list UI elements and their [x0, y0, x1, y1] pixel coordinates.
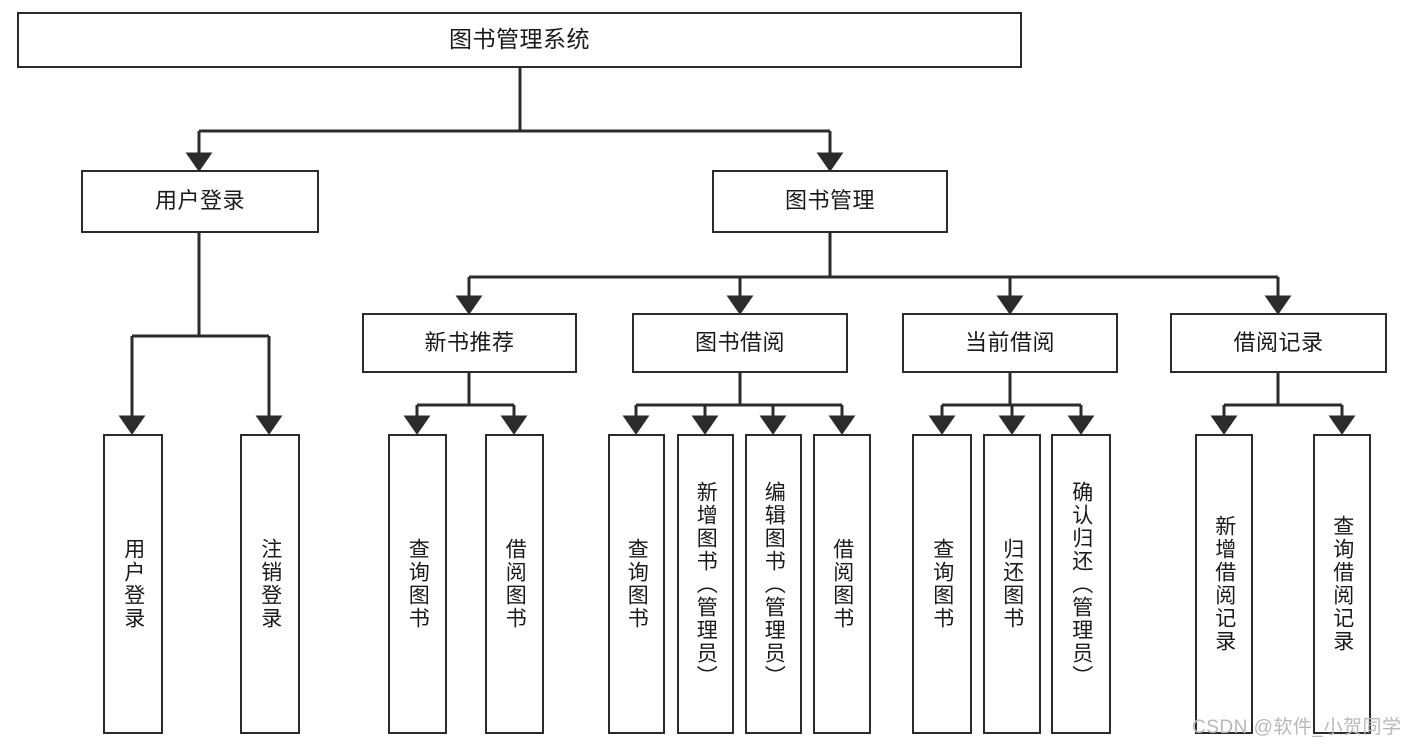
node-label: 当前借阅: [964, 329, 1055, 355]
node-label: 查询借阅记录: [1330, 515, 1354, 653]
leaf-current-confirm-return-admin[interactable]: 确认归还（管理员）: [1051, 434, 1111, 734]
node-label: 借阅图书: [503, 538, 527, 630]
node-label: 借阅记录: [1233, 329, 1324, 355]
node-label: 图书借阅: [694, 329, 785, 355]
leaf-current-return-book[interactable]: 归还图书: [983, 434, 1041, 734]
node-book-borrow[interactable]: 图书借阅: [632, 313, 848, 373]
node-label: 借阅图书: [830, 538, 854, 630]
leaf-borrow-query-book[interactable]: 查询图书: [608, 434, 665, 734]
leaf-borrow-edit-book-admin[interactable]: 编辑图书（管理员）: [745, 434, 802, 734]
csdn-watermark: CSDN @软件_小贺同学: [1192, 717, 1402, 738]
node-label: 查询图书: [625, 538, 649, 630]
leaf-records-add-record[interactable]: 新增借阅记录: [1195, 434, 1253, 734]
node-root-system[interactable]: 图书管理系统: [17, 12, 1022, 68]
leaf-newbook-query-book[interactable]: 查询图书: [388, 434, 447, 734]
leaf-current-query-book[interactable]: 查询图书: [912, 434, 972, 734]
node-new-book-recommend[interactable]: 新书推荐: [362, 313, 577, 373]
node-label: 用户登录: [154, 188, 245, 214]
node-label: 确认归还（管理员）: [1069, 480, 1093, 688]
node-user-login[interactable]: 用户登录: [81, 170, 319, 233]
node-label: 新增借阅记录: [1212, 515, 1236, 653]
leaf-newbook-borrow-book[interactable]: 借阅图书: [485, 434, 544, 734]
leaf-records-query-record[interactable]: 查询借阅记录: [1313, 434, 1371, 734]
node-label: 查询图书: [930, 538, 954, 630]
node-label: 图书管理系统: [449, 26, 590, 53]
node-label: 注销登录: [258, 538, 282, 630]
node-label: 用户登录: [121, 538, 145, 630]
node-borrow-records[interactable]: 借阅记录: [1170, 313, 1387, 373]
node-label: 编辑图书（管理员）: [762, 480, 786, 688]
node-label: 查询图书: [406, 538, 430, 630]
node-book-management[interactable]: 图书管理: [712, 170, 948, 233]
leaf-borrow-borrow-book[interactable]: 借阅图书: [813, 434, 871, 734]
node-current-borrow[interactable]: 当前借阅: [902, 313, 1118, 373]
leaf-user-login[interactable]: 用户登录: [103, 434, 163, 734]
leaf-user-logout[interactable]: 注销登录: [240, 434, 300, 734]
leaf-borrow-add-book-admin[interactable]: 新增图书（管理员）: [677, 434, 734, 734]
node-label: 归还图书: [1000, 538, 1024, 630]
node-label: 新书推荐: [424, 329, 515, 355]
node-label: 新增图书（管理员）: [694, 480, 718, 688]
node-label: 图书管理: [784, 188, 875, 214]
